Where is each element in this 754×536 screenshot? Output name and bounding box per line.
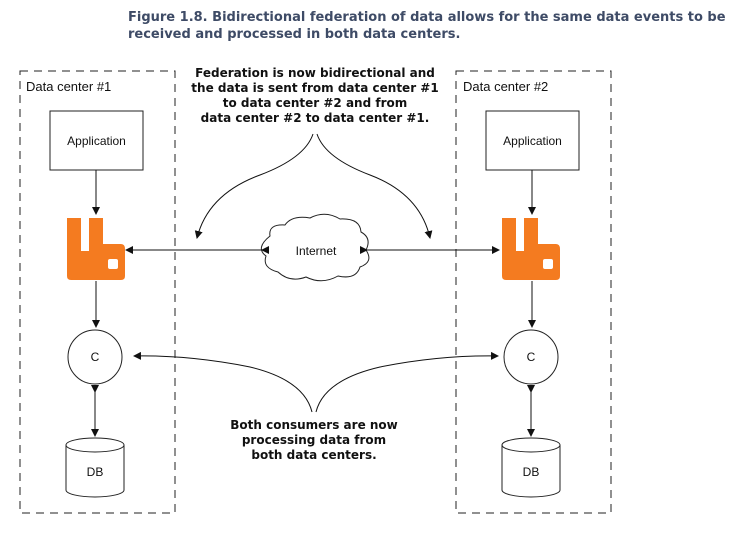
consumers-annotation-line-1: Both consumers are now [230, 418, 398, 432]
figure-number: Figure 1.8. [128, 10, 208, 25]
consumer-label-2: C [527, 350, 536, 364]
consumers-annotation-line-3: both data centers. [251, 448, 376, 462]
application-label-2: Application [503, 134, 562, 148]
federation-brace-right [316, 133, 433, 239]
internet-label: Internet [296, 244, 337, 258]
consumers-brace-left [133, 351, 313, 413]
data-center-2-label: Data center #2 [463, 79, 548, 94]
consumer-circle-2 [503, 329, 559, 385]
application-box-2 [485, 110, 580, 171]
consumer-circle-1 [67, 329, 123, 385]
federation-annotation-line-3: to data center #2 and from [223, 96, 408, 110]
federation-annotation-line-4: data center #2 to data center #1. [201, 111, 430, 125]
consumers-brace-right [315, 351, 499, 413]
figure-caption-text: Bidirectional federation of data allows … [128, 10, 726, 42]
database-label-1: DB [87, 465, 104, 479]
database-cylinder-1 [65, 437, 125, 498]
federation-annotation-line-1: Federation is now bidirectional and [195, 66, 435, 80]
database-cylinder-2 [501, 437, 561, 498]
rabbitmq-broker-icon [502, 218, 560, 280]
data-center-1-boundary [19, 70, 176, 514]
federation-annotation-line-2: the data is sent from data center #1 [191, 81, 438, 95]
rabbitmq-broker-icon [67, 218, 125, 280]
consumers-annotation: Both consumers are now processing data f… [230, 418, 398, 462]
application-label-1: Application [67, 134, 126, 148]
database-label-2: DB [523, 465, 540, 479]
federation-brace-left [194, 133, 314, 239]
federation-annotation: Federation is now bidirectional and the … [191, 66, 438, 125]
data-center-2-boundary [455, 70, 612, 514]
internet-cloud [260, 213, 370, 282]
consumer-label-1: C [91, 350, 100, 364]
data-center-1-label: Data center #1 [26, 79, 111, 94]
consumers-annotation-line-2: processing data from [242, 433, 386, 447]
figure-caption: Figure 1.8. Bidirectional federation of … [128, 9, 752, 43]
